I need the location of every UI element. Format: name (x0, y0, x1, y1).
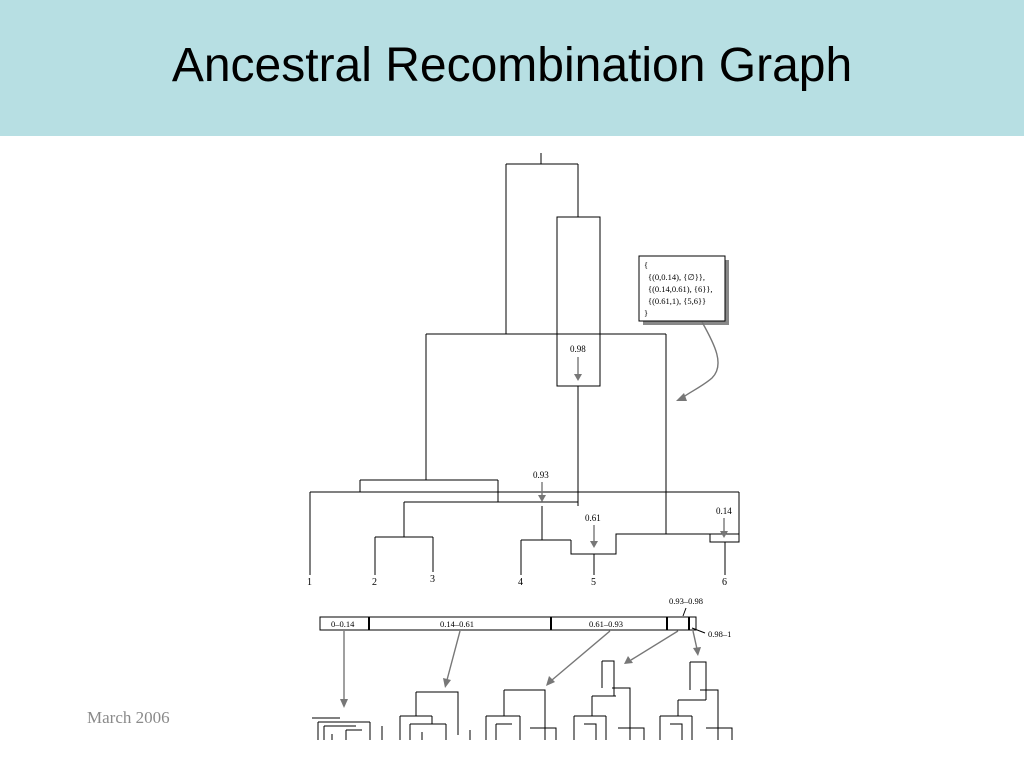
annotation-line: } (644, 308, 648, 318)
leaf-label: 6 (722, 577, 727, 588)
marginal-tree-2 (399, 691, 471, 740)
title-band (0, 0, 1024, 136)
marginal-tree-1 (312, 717, 383, 740)
recomb-label-014: 0.14 (716, 506, 732, 516)
interval-bar: 0–0.14 0.14–0.61 0.61–0.93 0.93–0.98 0.9… (319, 596, 731, 639)
leaf-labels: 1 2 3 4 5 6 (307, 574, 727, 588)
leaf-label: 5 (591, 577, 596, 588)
interval-label: 0.98–1 (708, 629, 731, 639)
marginal-tree-5 (659, 661, 733, 740)
leaf-label: 3 (430, 574, 435, 585)
interval-label: 0.93–0.98 (669, 596, 703, 606)
recomb-label-098: 0.98 (570, 344, 586, 354)
annotation-line: {(0.14,0.61), {6}}, (648, 284, 712, 294)
interval-label: 0–0.14 (331, 619, 355, 629)
annotation-line: { (644, 260, 648, 270)
marginal-tree-3 (485, 689, 557, 740)
arg-graph (309, 153, 740, 575)
recomb-label-093: 0.93 (533, 470, 549, 480)
interval-label: 0.61–0.93 (589, 619, 623, 629)
interval-arrows (340, 630, 701, 708)
annotation-box: { {(0,0.14), {∅}}, {(0.14,0.61), {6}}, {… (638, 255, 729, 401)
recombination-markers: 0.98 0.93 0.61 0.14 (533, 344, 732, 548)
leaf-label: 2 (372, 577, 377, 588)
annotation-line: {(0,0.14), {∅}}, (648, 272, 705, 282)
marginal-tree-4 (573, 660, 645, 740)
leaf-label: 1 (307, 577, 312, 588)
slide-title: Ancestral Recombination Graph (171, 39, 853, 92)
recomb-label-061: 0.61 (585, 513, 601, 523)
interval-label: 0.14–0.61 (440, 619, 474, 629)
leaf-label: 4 (518, 577, 523, 588)
annotation-line: {(0.61,1), {5,6}} (648, 296, 706, 306)
footer-date: March 2006 (87, 708, 170, 727)
